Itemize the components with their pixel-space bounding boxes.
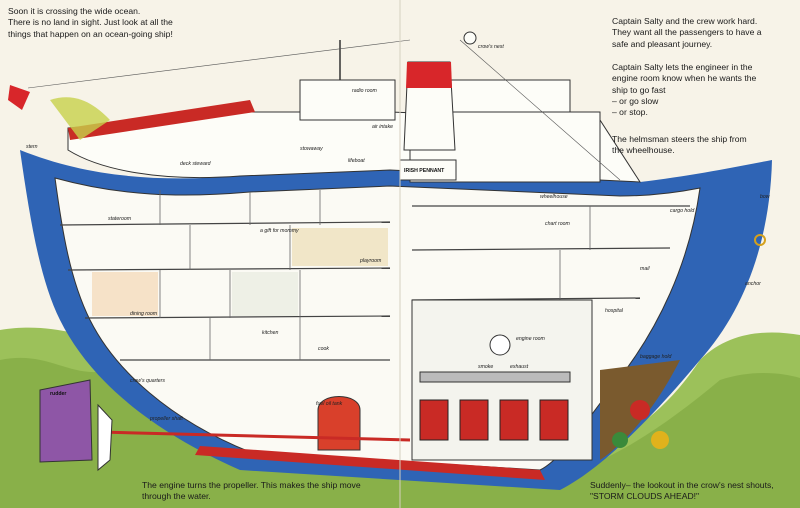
text-top-right-3: The helmsman steers the ship from the wh… [612, 134, 747, 157]
text-top-right-1: Captain Salty and the crew work hard. Th… [612, 16, 762, 50]
label-chart-room: chart room [545, 221, 570, 227]
label-kitchen: kitchen [262, 330, 279, 336]
label-ship-name: IRISH PENNANT [404, 168, 445, 174]
text-line: things that happen on an ocean-going shi… [8, 28, 173, 39]
label-fuel-oil-tank: fuel oil tank [316, 401, 343, 407]
cargo-car-2 [651, 431, 669, 449]
text-top-right-2: Captain Salty lets the engineer in the e… [612, 62, 756, 119]
label-wheelhouse: wheelhouse [540, 194, 568, 200]
text-line: They want all the passengers to have a [612, 27, 762, 38]
text-bottom-right: Suddenly– the lookout in the crow's nest… [590, 480, 774, 503]
label-mail: mail [640, 266, 650, 272]
flag-line-2 [459, 39, 621, 181]
label-stateroom: stateroom [108, 216, 132, 222]
label-rudder: rudder [50, 391, 66, 397]
text-line: Suddenly– the lookout in the crow's nest… [590, 480, 774, 490]
label-stern: stern [26, 144, 38, 150]
text-line: There is no land in sight. Just look at … [8, 17, 173, 28]
label-stowaway: stowaway [300, 146, 323, 152]
label-cargo-hold: cargo hold [670, 208, 695, 214]
label-air-intake: air intake [372, 124, 393, 130]
text-line: The helmsman steers the ship from [612, 134, 747, 144]
dining-room-floor [92, 272, 158, 316]
text-line: through the water. [142, 491, 211, 502]
text-line: the wheelhouse. [612, 145, 675, 156]
label-exhaust: exhaust [510, 364, 529, 370]
anchor-ring [754, 234, 766, 246]
label-smoke: smoke [478, 364, 493, 370]
text-line: Captain Salty lets the engineer in the [612, 62, 753, 72]
text-bottom-left: The engine turns the propeller. This mak… [142, 480, 361, 503]
text-top-left: Soon it is crossing the wide ocean. Ther… [8, 6, 173, 40]
exhaust-pipes [419, 371, 571, 383]
label-baggage-hold: baggage hold [640, 354, 673, 360]
propeller [97, 403, 113, 472]
spray [50, 97, 110, 140]
kitchen-floor [232, 272, 298, 316]
crows-nest [463, 31, 477, 45]
playroom-floor [292, 228, 388, 266]
text-line: safe and pleasant journey. [612, 38, 713, 49]
label-dining-room: dining room [130, 311, 158, 317]
label-cook: cook [318, 346, 329, 352]
label-playroom: playroom [359, 258, 382, 264]
label-engine-room: engine room [516, 336, 546, 342]
label-crews-quarters: crew's quarters [130, 378, 165, 384]
funnel-band [406, 62, 452, 88]
sea-waves-dark [0, 357, 800, 508]
stern-deck-rail [68, 100, 255, 140]
text-line: engine room know when he wants the [612, 73, 757, 84]
engine-gauge [489, 334, 511, 356]
label-lifeboat: lifeboat [348, 158, 365, 164]
propeller-shaft [99, 430, 411, 442]
keel-stripe [195, 446, 545, 480]
label-hospital: hospital [605, 308, 624, 314]
flag-line [27, 39, 411, 89]
deck-floors [59, 205, 690, 361]
stern-flag [8, 85, 30, 110]
cargo-car-3 [612, 432, 628, 448]
text-line: The engine turns the propeller. This mak… [142, 480, 361, 490]
label-gift-for-mommy: a gift for mommy [260, 228, 299, 234]
text-line: Soon it is crossing the wide ocean. [8, 6, 141, 16]
label-crows-nest: crow's nest [478, 44, 504, 50]
label-deck-steward: deck steward [180, 161, 212, 167]
text-line: – or stop. [612, 107, 648, 118]
text-line: ship to go fast [612, 84, 666, 95]
label-propeller-shaft: propeller shaft [149, 416, 183, 422]
text-line: Captain Salty and the crew work hard. [612, 16, 758, 26]
text-line: "STORM CLOUDS AHEAD!" [590, 491, 700, 502]
label-radio-room: radio room [352, 88, 377, 94]
label-anchor: anchor [745, 281, 761, 287]
label-bow: bow [760, 194, 771, 200]
rudder [39, 379, 93, 463]
engine-cylinders [419, 399, 569, 441]
cargo-car-1 [630, 400, 650, 420]
radio-room-block [299, 79, 396, 121]
room-walls [159, 190, 591, 360]
text-line: – or go slow [612, 96, 659, 107]
